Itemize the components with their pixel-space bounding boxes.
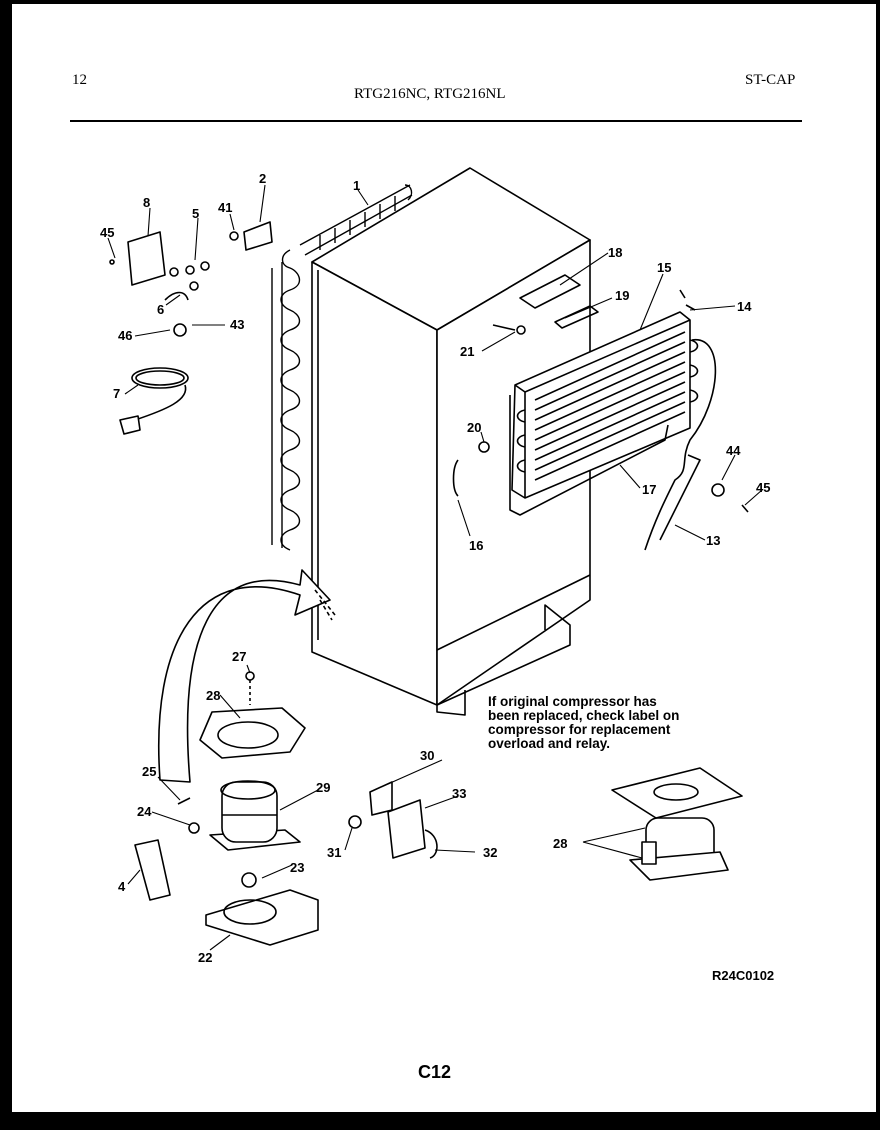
page-code: C12 (418, 1062, 452, 1082)
label-29: 29 (316, 780, 330, 795)
compressor-assembly (134, 671, 438, 946)
label-45-right: 45 (756, 480, 770, 495)
label-24: 24 (137, 804, 152, 819)
small-parts-left (109, 221, 273, 435)
label-19: 19 (615, 288, 629, 303)
label-28-left: 28 (206, 688, 220, 703)
label-6: 6 (157, 302, 164, 317)
label-46: 46 (118, 328, 132, 343)
label-43: 43 (230, 317, 244, 332)
section-code: ST-CAP (745, 72, 796, 88)
label-23: 23 (290, 860, 304, 875)
small-parts-right (452, 274, 749, 513)
label-16: 16 (469, 538, 483, 553)
label-7: 7 (113, 386, 120, 401)
label-17: 17 (642, 482, 656, 497)
label-18: 18 (608, 245, 622, 260)
callout-leaders (107, 184, 763, 951)
label-1: 1 (353, 178, 360, 193)
compressor-note: If original compressor has been replaced… (488, 694, 680, 751)
label-20: 20 (467, 420, 481, 435)
label-14: 14 (737, 299, 752, 314)
capillary-tube (644, 339, 717, 551)
label-28-right: 28 (553, 836, 567, 851)
header-rule (70, 120, 802, 122)
label-25: 25 (142, 764, 156, 779)
label-4: 4 (118, 879, 126, 894)
label-33: 33 (452, 786, 466, 801)
label-5: 5 (192, 206, 199, 221)
direction-arrow (158, 569, 336, 783)
label-32: 32 (483, 845, 497, 860)
model-numbers: RTG216NC, RTG216NL (354, 86, 506, 102)
label-44: 44 (726, 443, 741, 458)
label-30: 30 (420, 748, 434, 763)
label-15: 15 (657, 260, 671, 275)
label-8: 8 (143, 195, 150, 210)
label-21: 21 (460, 344, 474, 359)
evaporator (509, 311, 699, 516)
replacement-compressor (611, 767, 743, 881)
label-22: 22 (198, 950, 212, 965)
label-41: 41 (218, 200, 232, 215)
label-2: 2 (259, 171, 266, 186)
diagram-code: R24C0102 (712, 968, 775, 983)
label-31: 31 (327, 845, 341, 860)
label-13: 13 (706, 533, 720, 548)
page-number: 12 (72, 72, 87, 88)
label-45-left: 45 (100, 225, 114, 240)
condenser-coil (271, 184, 413, 551)
label-27: 27 (232, 649, 246, 664)
part-number-labels: 1 2 41 8 5 45 6 46 43 7 18 15 19 14 21 2… (100, 171, 770, 965)
